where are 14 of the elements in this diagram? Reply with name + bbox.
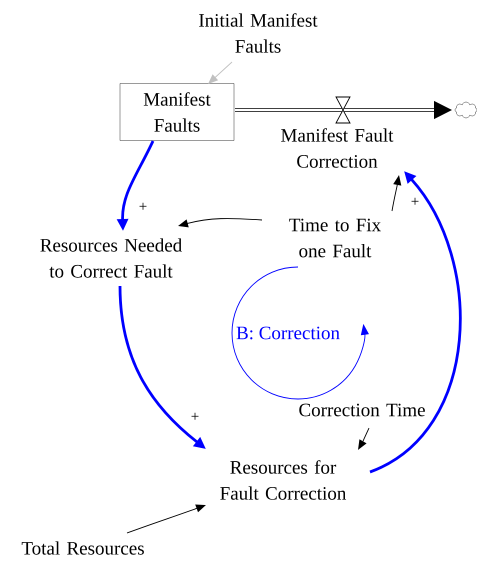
- variable-label: Total Resources: [22, 541, 144, 555]
- variable-label: Correction Time: [299, 404, 425, 416]
- variable-label: Initial Manifest Faults: [199, 13, 318, 53]
- variable-label: Manifest Fault Correction: [281, 128, 394, 168]
- edge-label: +: [412, 198, 418, 205]
- loop-label: B: Correction: [236, 326, 340, 340]
- stock-box: Manifest Faults: [120, 83, 234, 141]
- cloud-symbol: [454, 102, 477, 118]
- edge-label: +: [192, 412, 198, 420]
- variable-label: Resources for Fault Correction: [220, 460, 346, 500]
- edge-label: +: [140, 202, 146, 210]
- arrow: [208, 62, 232, 84]
- variable-label: Resources Needed to Correct Fault: [40, 238, 182, 278]
- variable-label: Time to Fix one Fault: [289, 218, 381, 258]
